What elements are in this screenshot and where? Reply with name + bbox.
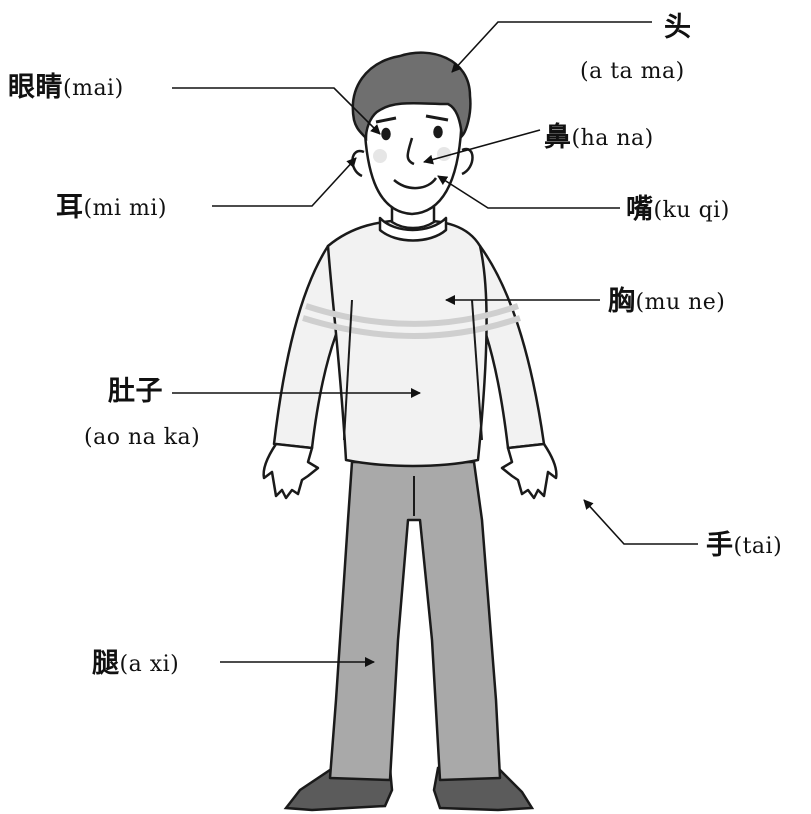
label-stomach-zh: 肚子 xyxy=(108,376,163,407)
mouth-leader xyxy=(437,175,620,209)
label-mouth-romaji: (ku qi) xyxy=(653,198,730,223)
label-leg-zh: 腿 xyxy=(92,648,120,679)
label-hand-romaji: (tai) xyxy=(733,534,783,559)
label-nose-zh: 鼻 xyxy=(544,122,572,153)
label-ear-zh: 耳 xyxy=(56,192,84,223)
label-head-zh: 头 xyxy=(664,12,692,43)
label-chest: 胸(mu ne) xyxy=(608,288,725,315)
label-leg: 腿(a xi) xyxy=(92,650,179,677)
label-hand-zh: 手 xyxy=(706,530,734,561)
head xyxy=(351,51,474,216)
label-head-romaji: (a ta ma) xyxy=(580,58,685,83)
sweater xyxy=(272,216,546,468)
label-eye-romaji: (mai) xyxy=(63,76,124,101)
label-ear: 耳(mi mi) xyxy=(56,194,167,221)
eye-leader xyxy=(172,87,381,135)
label-leg-romaji: (a xi) xyxy=(119,652,180,677)
head-leader xyxy=(451,21,652,73)
label-mouth: 嘴(ku qi) xyxy=(626,196,730,223)
label-head-romaji-text: (a ta ma) xyxy=(580,59,685,84)
label-hand: 手(tai) xyxy=(706,532,782,559)
label-mouth-zh: 嘴 xyxy=(626,194,654,225)
label-eye: 眼睛(mai) xyxy=(8,74,124,101)
hand-leader xyxy=(583,499,698,545)
label-stomach: 肚子 xyxy=(108,378,163,405)
label-chest-zh: 胸 xyxy=(608,286,636,317)
label-eye-zh: 眼睛 xyxy=(8,72,63,103)
label-head: 头 xyxy=(664,14,692,41)
ear-leader xyxy=(212,157,357,207)
pants xyxy=(328,460,502,782)
leader-lines xyxy=(172,21,698,667)
label-chest-romaji: (mu ne) xyxy=(635,290,726,315)
label-nose: 鼻(ha na) xyxy=(544,124,654,151)
label-nose-romaji: (ha na) xyxy=(571,126,654,151)
nose-leader xyxy=(423,129,541,165)
label-ear-romaji: (mi mi) xyxy=(83,196,167,221)
label-stomach-romaji: (ao na ka) xyxy=(84,424,200,449)
hands xyxy=(262,442,558,500)
label-stomach-romaji-text: (ao na ka) xyxy=(84,425,201,450)
